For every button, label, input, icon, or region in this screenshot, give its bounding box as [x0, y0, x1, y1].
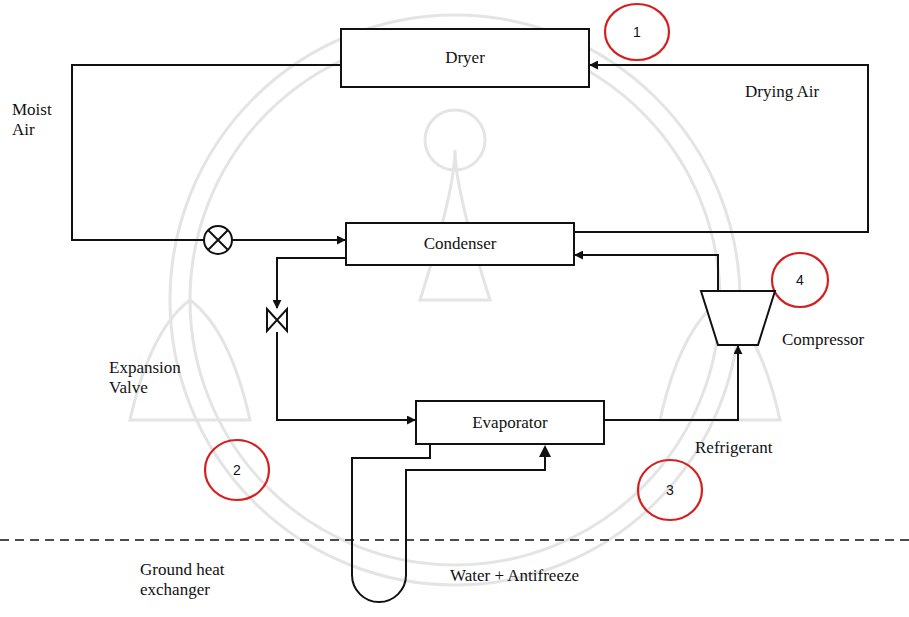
flow-label: Refrigerant: [695, 438, 772, 458]
compressor: Compressor: [700, 290, 776, 346]
flow-label: Drying Air: [745, 82, 819, 102]
callout-number: 4: [796, 272, 804, 288]
node-label: Condenser: [424, 234, 497, 254]
flow-connector: [605, 346, 738, 420]
callout-number: 3: [666, 482, 674, 498]
flow-connector: [575, 65, 868, 232]
node-label: Expansion Valve: [109, 358, 201, 399]
node-label: Compressor: [782, 330, 864, 350]
node-label: Dryer: [445, 48, 485, 68]
part-label: Water + Antifreeze: [450, 566, 579, 586]
callout-number: 2: [233, 462, 241, 478]
expansion-valve: Expansion Valve: [266, 308, 288, 332]
flow-connector: [575, 255, 718, 290]
dryer-box: Dryer: [340, 28, 590, 88]
flow-connector: [277, 332, 415, 420]
node-label: Evaporator: [472, 413, 548, 433]
compressor-symbol: [700, 290, 776, 346]
condenser-box: Condenser: [345, 222, 575, 266]
flow-connector: [72, 65, 345, 240]
expansion-valve-symbol: [266, 308, 288, 332]
evaporator-box: Evaporator: [415, 400, 605, 445]
flow-connector: [277, 258, 345, 308]
callout-number: 1: [633, 24, 641, 40]
part-label: Ground heat exchanger: [140, 560, 252, 601]
flow-label: Moist Air: [12, 100, 62, 141]
